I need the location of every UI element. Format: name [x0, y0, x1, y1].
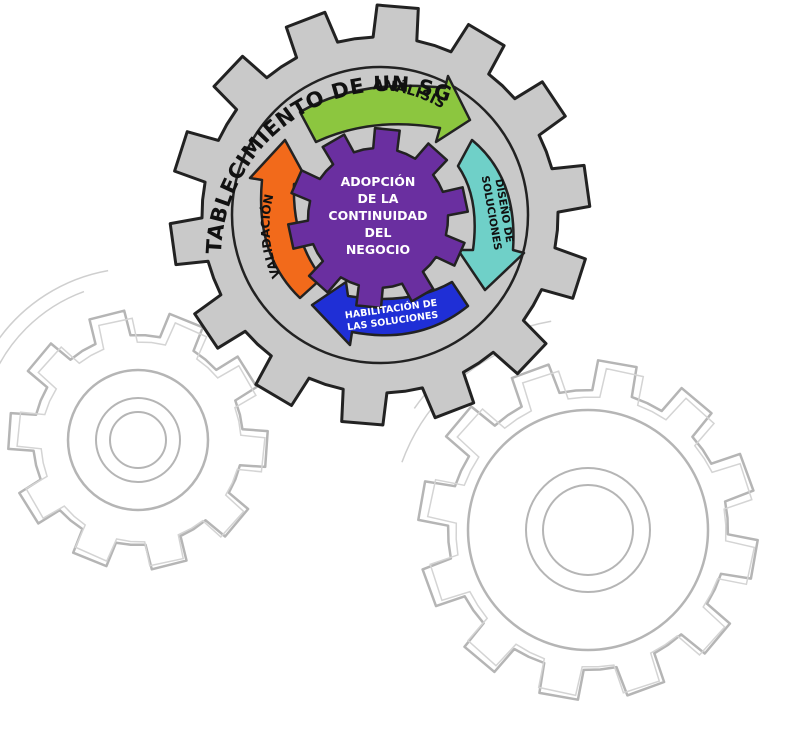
bg-gear-left-ring [66, 368, 210, 512]
bg-gear-right-ring [542, 484, 634, 576]
bg-gear-left-ring [109, 411, 167, 469]
svg-text:CONTINUIDAD: CONTINUIDAD [328, 208, 427, 223]
analysis-arrow-icon [298, 74, 472, 144]
outer-gear-inner-rim [230, 65, 530, 365]
design-arrow-icon [456, 138, 526, 292]
svg-text:ADOPCIÓN: ADOPCIÓN [341, 174, 416, 189]
background-gear-left-icon [0, 269, 269, 571]
svg-text:NEGOCIO: NEGOCIO [346, 242, 410, 257]
bg-gear-left-ring [95, 397, 181, 483]
bg-gear-right-ring [525, 467, 651, 593]
svg-text:DE LA: DE LA [358, 191, 399, 206]
bg-gear-left-body [7, 309, 269, 571]
bg-gear-right-sketch-line [426, 367, 756, 697]
bg-gear-left-motion-line [0, 269, 109, 339]
bg-gear-right-ring [466, 408, 710, 652]
inner-gear-icon [286, 126, 470, 310]
bg-gear-left-sketch-line [16, 317, 266, 567]
bg-gear-left-motion-line [0, 290, 85, 365]
center-label: ADOPCIÓN DE LA CONTINUIDAD DEL NEGOCIO [328, 174, 427, 257]
svg-text:DEL: DEL [365, 225, 392, 240]
background-gear-right-icon [401, 320, 759, 701]
